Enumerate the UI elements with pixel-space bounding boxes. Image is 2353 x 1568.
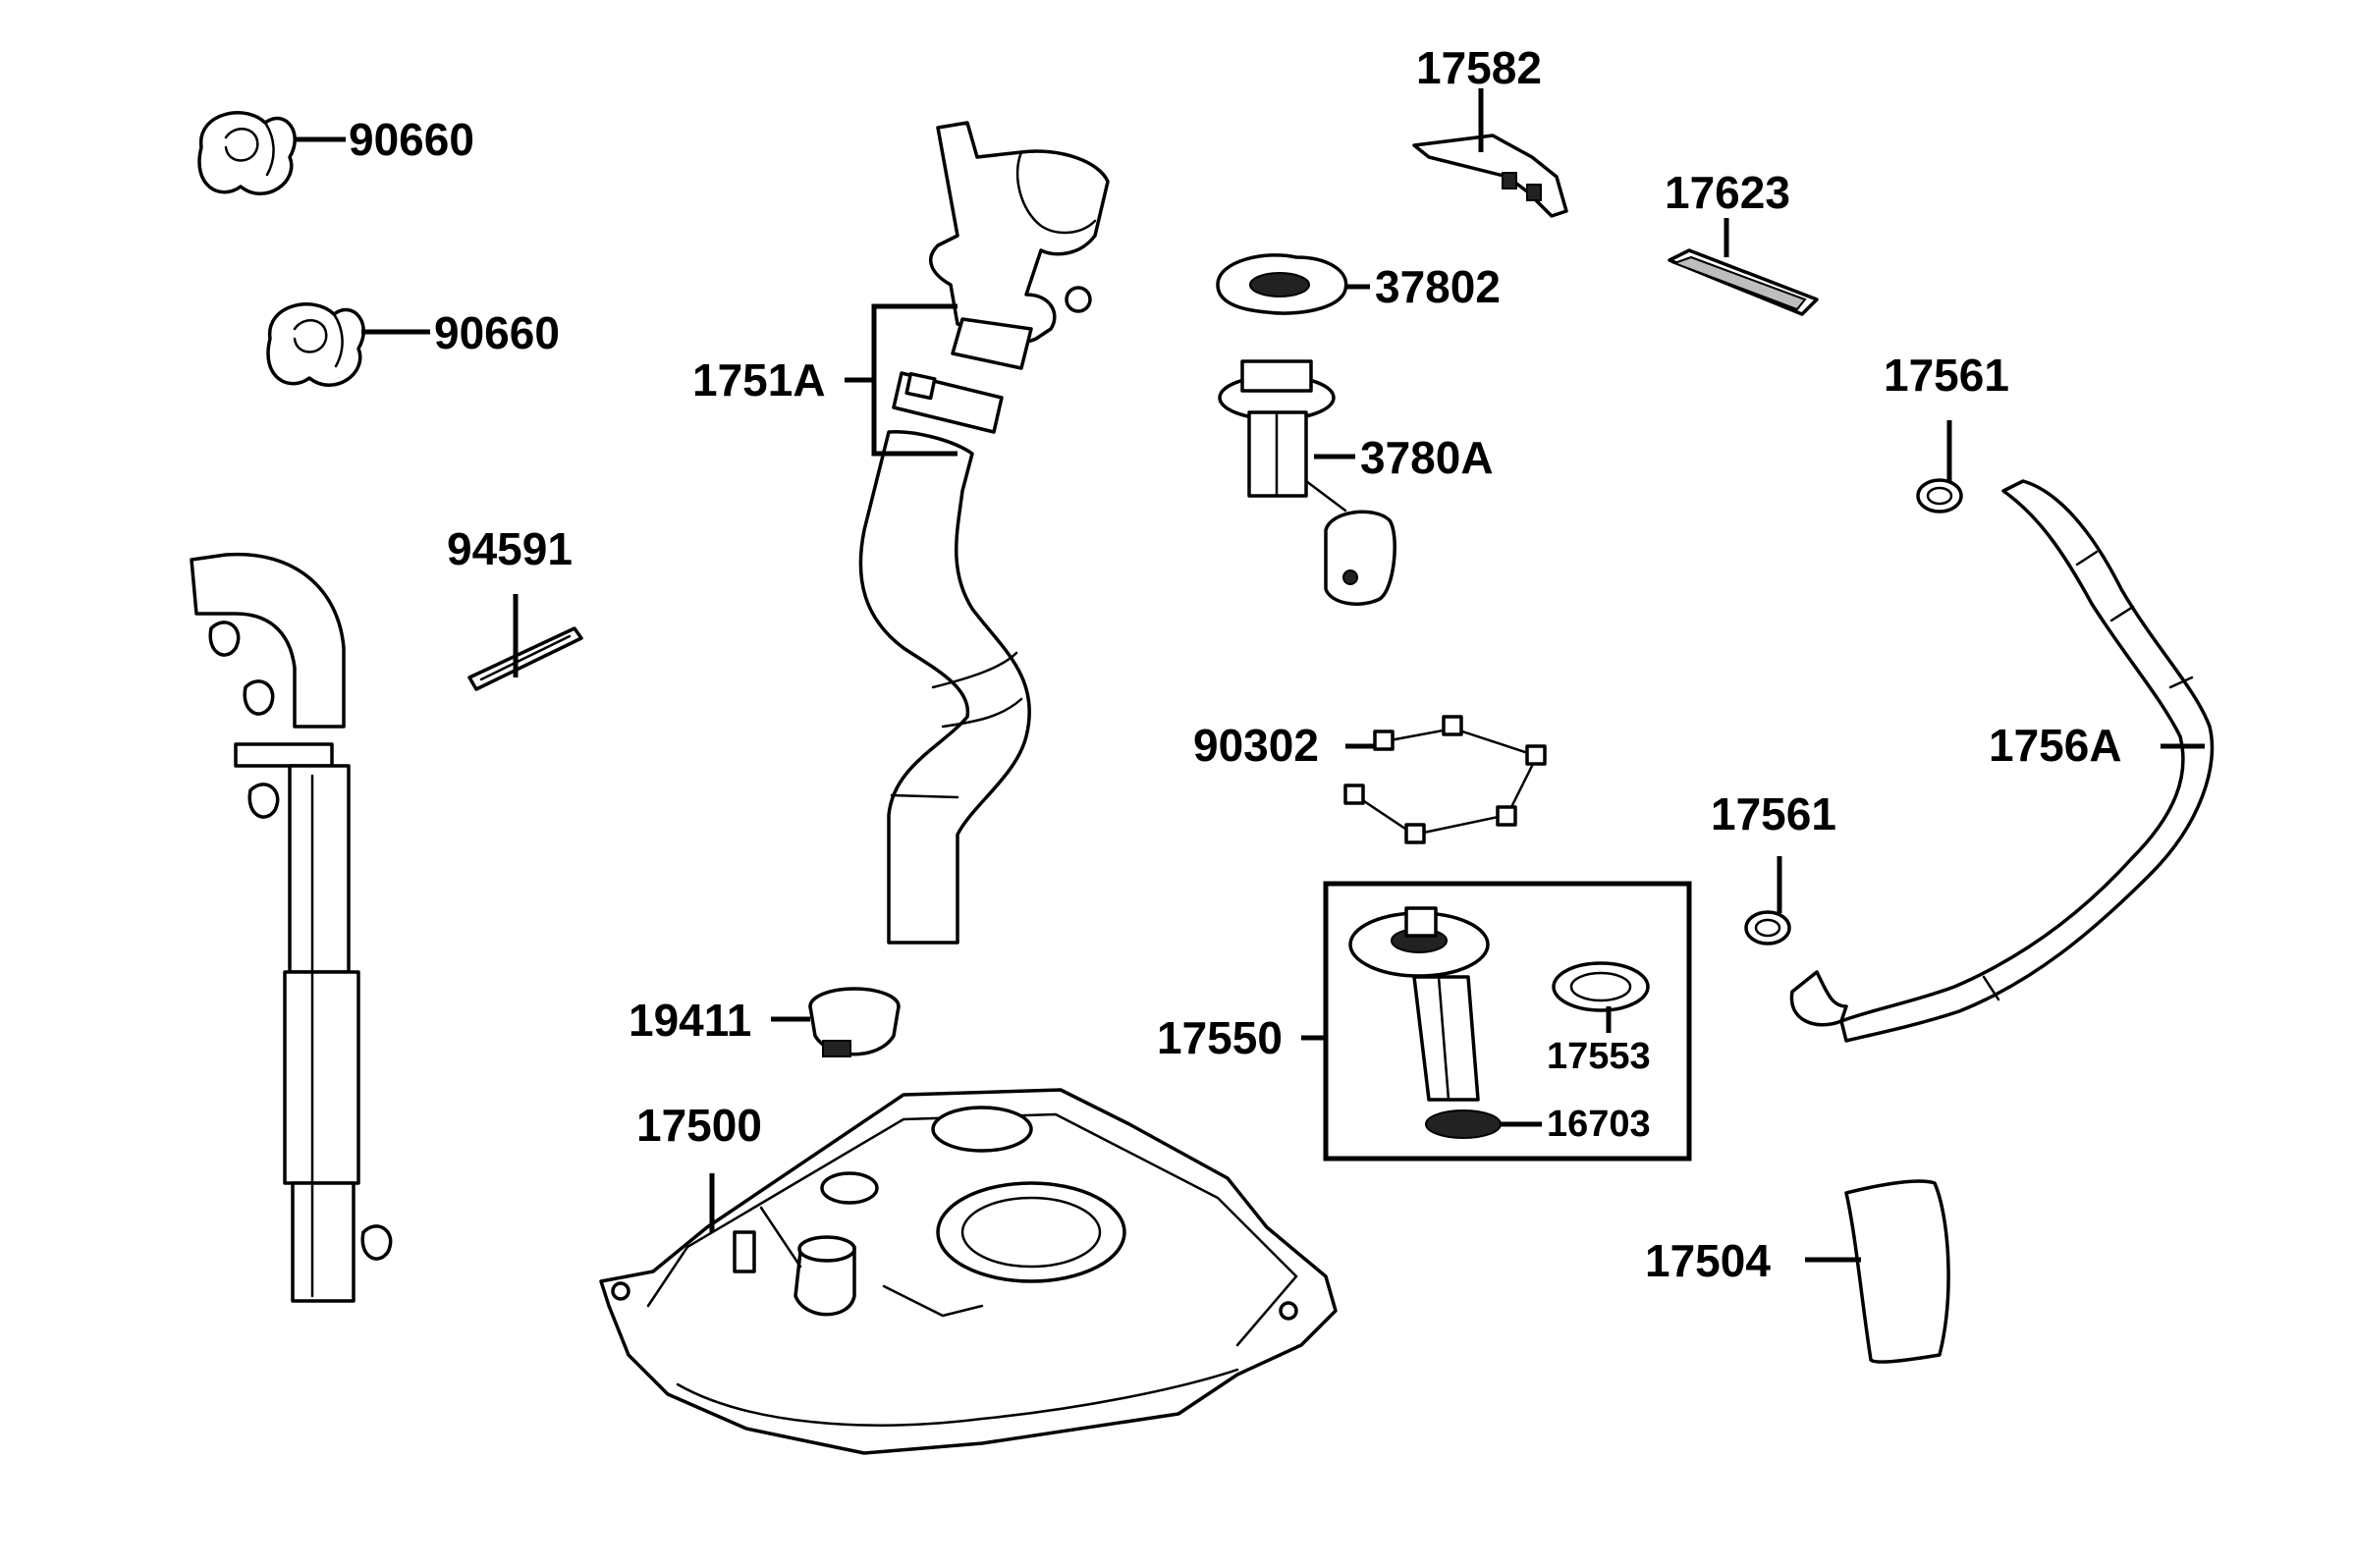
- callout-1751A: 1751A: [692, 354, 826, 406]
- callout-17500: 17500: [636, 1100, 762, 1151]
- callout-3780A: 3780A: [1360, 432, 1494, 483]
- callout-17550: 17550: [1157, 1012, 1283, 1063]
- callout-90302: 90302: [1193, 720, 1319, 771]
- callout-37802: 37802: [1375, 261, 1501, 312]
- callout-90660-top: 90660: [349, 114, 474, 165]
- fuel-pump-assembly-17550: [1323, 881, 1692, 1162]
- pad-17623: [1668, 248, 1819, 316]
- protector-pad-17504: [1844, 1179, 1950, 1364]
- callout-19411: 19411: [629, 995, 751, 1046]
- hose-clamp-90660-top: [197, 111, 297, 195]
- leader-lines: [295, 88, 2205, 1263]
- callout-17623: 17623: [1665, 167, 1790, 218]
- callout-90660-bottom: 90660: [434, 307, 560, 358]
- callout-17504: 17504: [1645, 1235, 1771, 1286]
- hose-clamp-90660-bottom: [266, 302, 365, 387]
- hose-clip-17561-lower: [1744, 910, 1791, 946]
- bracket-17582: [1412, 134, 1568, 218]
- callout-17582: 17582: [1416, 42, 1542, 93]
- lock-ring-37802: [1216, 253, 1348, 315]
- callout-17561-upper: 17561: [1884, 350, 2009, 401]
- fuel-tank-17500: [599, 1088, 1338, 1455]
- breather-hose-1756A: [1789, 479, 2215, 1043]
- callout-94591: 94591: [447, 523, 573, 574]
- fuel-gauge-sender-3780A: [1218, 359, 1396, 606]
- callout-1756A: 1756A: [1989, 720, 2122, 771]
- tie-strap-94591: [467, 626, 583, 691]
- callout-17561-lower: 17561: [1711, 788, 1836, 839]
- band-19411: [808, 987, 901, 1057]
- callout-16703: 16703: [1547, 1104, 1651, 1145]
- vent-pipe-left: [190, 552, 393, 1303]
- filler-neck-1751A: [858, 121, 1110, 945]
- callout-17553: 17553: [1547, 1036, 1651, 1077]
- hose-clip-17561-upper: [1916, 478, 1963, 514]
- gasket-bolts-90302: [1343, 715, 1547, 844]
